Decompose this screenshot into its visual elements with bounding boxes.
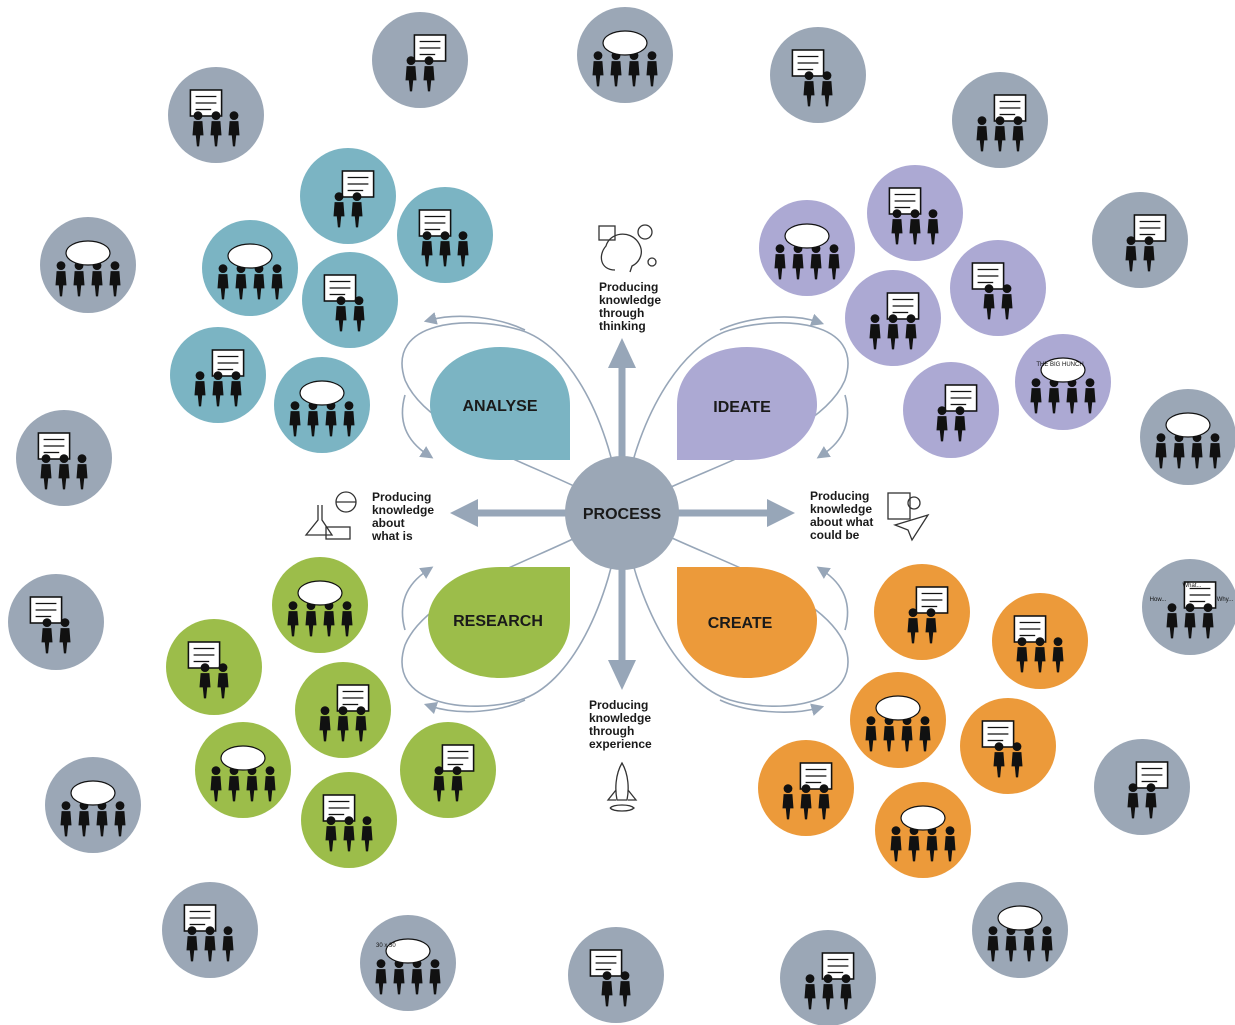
caption-bottom: Producing knowledge through experience	[589, 699, 652, 751]
caption-top-line: through	[599, 306, 645, 320]
outer-method-circle	[16, 410, 112, 506]
research-method-circle	[400, 722, 496, 818]
caption-left: Producing knowledge about what is	[372, 491, 434, 543]
research-method-circle	[166, 619, 262, 715]
label-analyse: ANALYSE	[463, 398, 538, 415]
caption-bottom-line: through	[589, 724, 635, 738]
research-method-circle	[195, 722, 291, 818]
outer-method-circle	[972, 882, 1068, 978]
analyse-method-circle	[302, 252, 398, 348]
create-method-circle	[874, 564, 970, 660]
outer-method-circle	[40, 217, 136, 313]
outer-method-circle	[577, 7, 673, 103]
analyse-method-circle	[300, 148, 396, 244]
petal-create	[677, 567, 817, 678]
analyse-method-circle	[170, 327, 266, 423]
outer-method-circle	[568, 927, 664, 1023]
outer-method-circle	[1092, 192, 1188, 288]
outer-method-circle	[162, 882, 258, 978]
create-method-circle	[960, 698, 1056, 794]
create-method-circle	[992, 593, 1088, 689]
ideate-method-circle	[867, 165, 963, 261]
label-create: CREATE	[708, 615, 773, 632]
caption-right-line: Producing	[810, 489, 870, 503]
caption-left-line: knowledge	[372, 503, 435, 517]
outer-method-circle	[770, 27, 866, 123]
caption-right: Producing knowledge about what could be	[810, 490, 873, 542]
center-circle	[565, 456, 679, 570]
caption-top: Producing knowledge through thinking	[599, 281, 661, 333]
label-ideate: IDEATE	[713, 399, 771, 416]
outer-method-circle	[780, 930, 876, 1025]
what-text: What...	[1182, 583, 1201, 589]
research-method-circle	[301, 772, 397, 868]
why-text: Why...	[1217, 597, 1234, 603]
ideate-method-circle	[845, 270, 941, 366]
petal-research	[428, 567, 570, 678]
caption-left-line: about	[372, 516, 405, 530]
research-method-circle	[272, 557, 368, 653]
petal-analyse	[430, 347, 570, 460]
center-label: PROCESS	[583, 506, 662, 523]
create-method-circle	[850, 672, 946, 768]
outer-method-circle	[952, 72, 1048, 168]
ideate-method-circle	[903, 362, 999, 458]
outer-method-circle	[360, 915, 456, 1011]
analyse-method-circle	[397, 187, 493, 283]
caption-top-line: thinking	[599, 319, 646, 333]
analyse-method-circle	[274, 357, 370, 453]
ideate-method-circle	[759, 200, 855, 296]
ideate-method-circle	[950, 240, 1046, 336]
outer-method-circle	[1142, 559, 1235, 655]
outer-method-circle	[1140, 389, 1235, 485]
caption-bottom-line: experience	[589, 737, 652, 751]
caption-right-line: could be	[810, 528, 860, 542]
outer-method-circle	[1094, 739, 1190, 835]
caption-top-line: knowledge	[599, 293, 662, 307]
caption-bottom-line: knowledge	[589, 711, 652, 725]
ideas-icon	[887, 492, 930, 542]
science-icon	[304, 491, 357, 540]
create-method-circle	[758, 740, 854, 836]
phase-method-circles	[166, 148, 1111, 878]
caption-top-line: Producing	[599, 280, 659, 294]
axes	[450, 338, 795, 690]
analyse-method-circle	[202, 220, 298, 316]
outer-method-circles	[8, 7, 1235, 1025]
caption-right-line: knowledge	[810, 502, 873, 516]
hmw-text: 30 x 30	[376, 943, 396, 949]
caption-left-line: Producing	[372, 490, 432, 504]
thinking-icon	[598, 224, 657, 273]
caption-bottom-line: Producing	[589, 698, 649, 712]
research-method-circle	[295, 662, 391, 758]
caption-left-line: what is	[372, 529, 413, 543]
outer-method-circle	[168, 67, 264, 163]
outer-method-circle	[45, 757, 141, 853]
ideate-method-circle	[1015, 334, 1111, 430]
how-text: How...	[1150, 597, 1167, 603]
caption-right-line: about what	[810, 515, 874, 529]
outer-method-circle	[372, 12, 468, 108]
petal-ideate	[677, 347, 817, 460]
label-research: RESEARCH	[453, 613, 543, 630]
rocket-icon	[606, 761, 638, 812]
outer-method-circle	[8, 574, 104, 670]
create-method-circle	[875, 782, 971, 878]
big-hunch-text: THE BIG HUNCH	[1036, 362, 1083, 368]
